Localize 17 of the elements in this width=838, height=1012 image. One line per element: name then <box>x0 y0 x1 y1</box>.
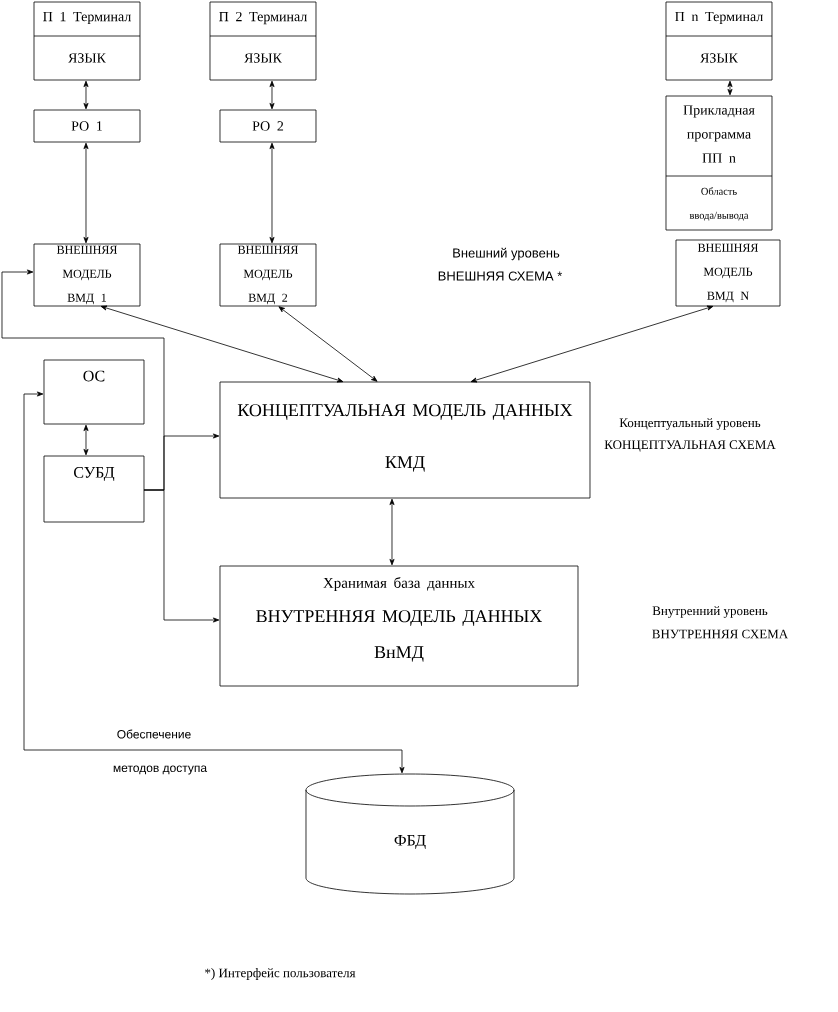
arrow <box>470 305 714 383</box>
arrow <box>389 498 395 566</box>
system-box: СУБД <box>43 455 145 523</box>
node-label: ФБД <box>394 835 426 849</box>
arrow <box>23 391 405 774</box>
arrow <box>269 142 275 244</box>
arrow <box>83 142 89 244</box>
arrow <box>83 424 89 456</box>
database-cylinder: ФБД <box>305 773 515 895</box>
arrow <box>727 80 733 96</box>
arrow <box>143 489 220 623</box>
arrow <box>269 80 275 110</box>
system-box: ОС <box>43 359 145 425</box>
arrow <box>100 305 344 383</box>
arrow <box>83 80 89 110</box>
arrow <box>278 306 378 382</box>
model-box: КОНЦЕПТУАЛЬНАЯ МОДЕЛЬ ДАННЫХ КМД <box>219 381 591 499</box>
